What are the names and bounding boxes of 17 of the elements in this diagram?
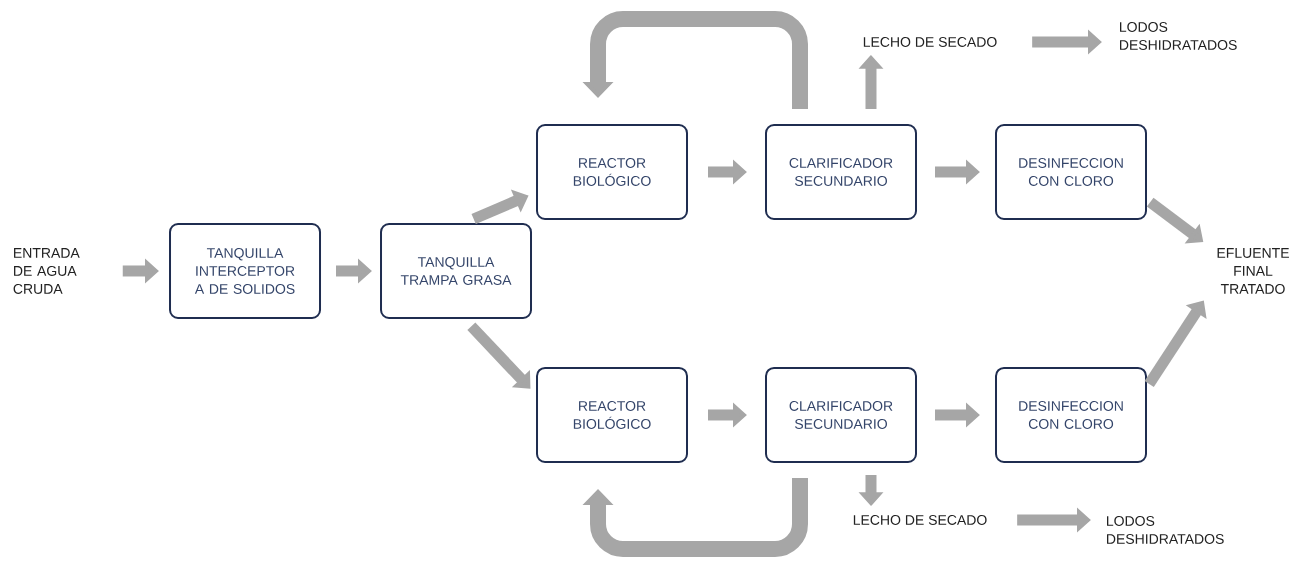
process-box: CLARIFICADOR SECUNDARIO (765, 124, 917, 220)
node-label: ENTRADA DE AGUA CRUDA (13, 248, 80, 294)
node-label: EFLUENTE FINAL TRATADO (1217, 248, 1289, 294)
process-box: REACTOR BIOLÓGICO (536, 124, 688, 220)
arrow (1144, 300, 1207, 387)
process-box: REACTOR BIOLÓGICO (536, 367, 688, 463)
return-arrow (582, 478, 808, 557)
node-label: LECHO DE SECADO (863, 37, 997, 47)
node-label: LECHO DE SECADO (853, 515, 987, 525)
process-box: DESINFECCION CON CLORO (995, 367, 1147, 463)
process-box: TANQUILLA TRAMPA GRASA (380, 223, 532, 319)
process-box: CLARIFICADOR SECUNDARIO (765, 367, 917, 463)
process-box: TANQUILLA INTERCEPTOR A DE SOLIDOS (169, 223, 321, 319)
arrow (467, 322, 531, 389)
node-label: LODOS DESHIDRATADOS (1120, 22, 1237, 50)
process-box: DESINFECCION CON CLORO (995, 124, 1147, 220)
node-label: LODOS DESHIDRATADOS (1107, 516, 1224, 544)
